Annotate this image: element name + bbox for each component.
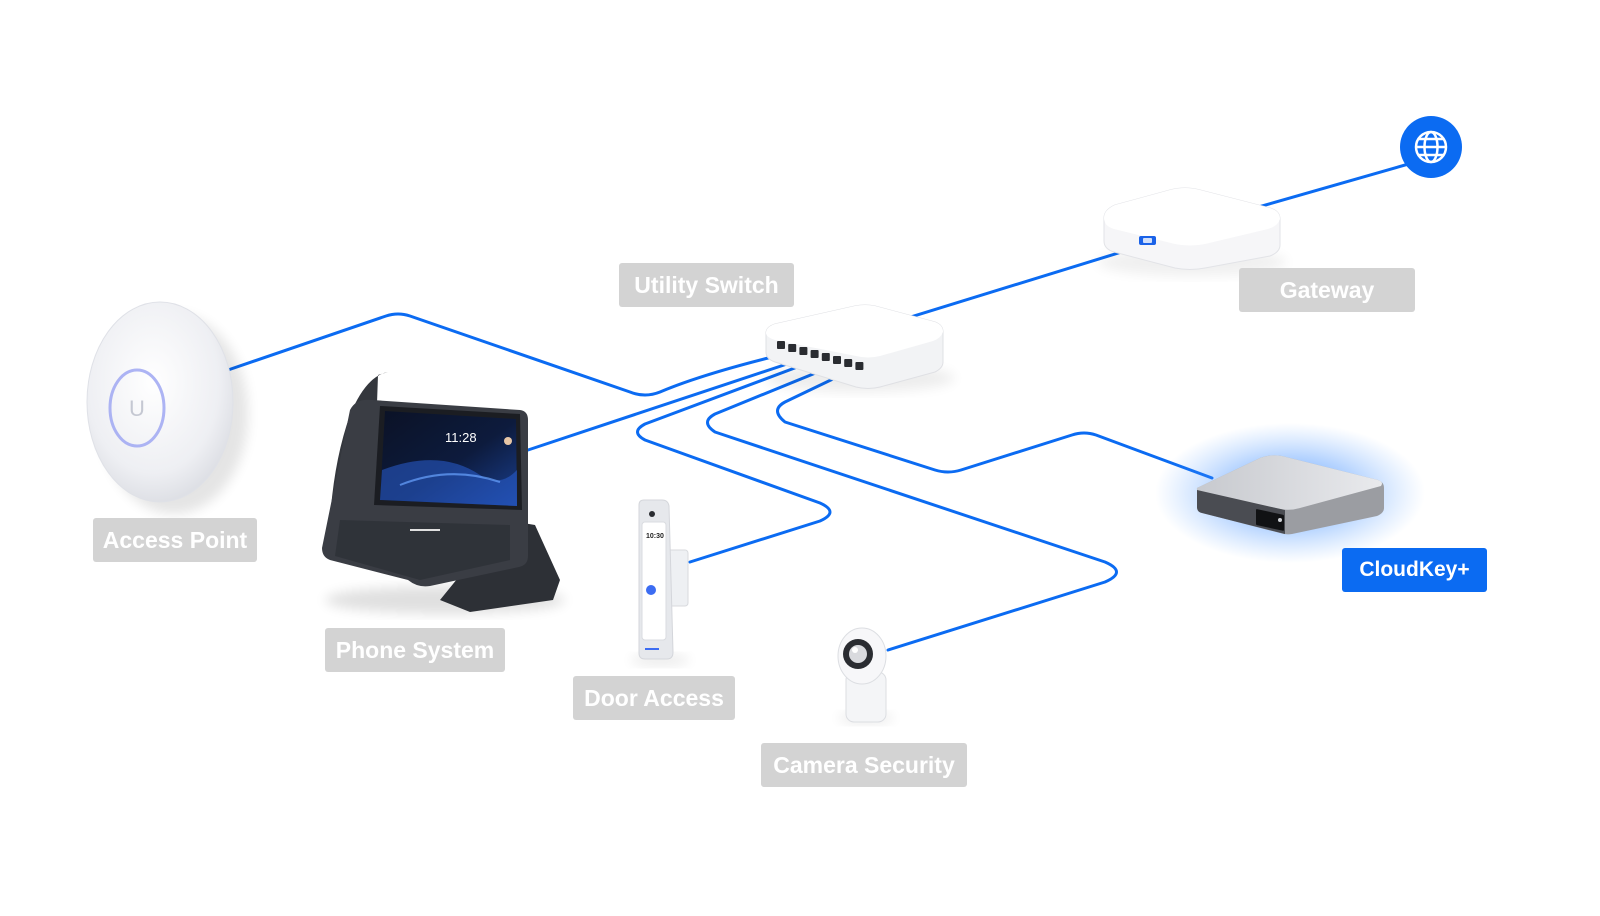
door-access-device[interactable]: 10:30	[630, 499, 690, 666]
switch-port	[788, 344, 797, 352]
gateway-device[interactable]	[1097, 187, 1287, 276]
label-access-point: Access Point	[93, 518, 257, 562]
camera-device[interactable]	[837, 627, 894, 724]
switch-port	[821, 353, 830, 361]
phone-device[interactable]: 11:28	[322, 372, 565, 614]
internet-node	[1400, 116, 1462, 178]
globe-icon	[1414, 130, 1448, 164]
switch-port	[855, 362, 864, 370]
door-access-screen-time: 10:30	[646, 533, 664, 540]
link-gateway-switch	[886, 248, 1130, 326]
label-camera-security: Camera Security	[761, 743, 967, 787]
door-access-screen	[641, 521, 667, 641]
connection-lines	[226, 161, 1414, 652]
link-switch-access-point	[226, 312, 774, 397]
link-switch-phone	[526, 361, 792, 452]
phone-screen-time: 11:28	[445, 430, 477, 445]
switch-port	[833, 356, 841, 364]
link-switch-door	[636, 364, 832, 564]
switch-port	[799, 347, 808, 355]
svg-text:U: U	[129, 396, 145, 421]
switch-ports	[777, 341, 864, 370]
label-door-access: Door Access	[573, 676, 735, 720]
label-gateway: Gateway	[1239, 268, 1415, 312]
link-switch-cloudkey	[776, 376, 1214, 480]
label-cloudkey: CloudKey+	[1342, 548, 1487, 592]
cloudkey-device[interactable]	[1155, 423, 1425, 563]
link-switch-camera	[706, 370, 1118, 652]
link-globe-gateway	[1253, 161, 1414, 210]
switch-device[interactable]	[765, 304, 955, 392]
switch-port	[844, 359, 853, 367]
label-phone-system: Phone System	[325, 628, 505, 672]
switch-port	[810, 350, 819, 358]
access-point-device[interactable]: U	[86, 301, 248, 514]
label-utility-switch: Utility Switch	[619, 263, 794, 307]
access-point-led-ring	[108, 368, 166, 448]
cloudkey-display	[1256, 509, 1284, 531]
switch-port	[777, 341, 785, 349]
